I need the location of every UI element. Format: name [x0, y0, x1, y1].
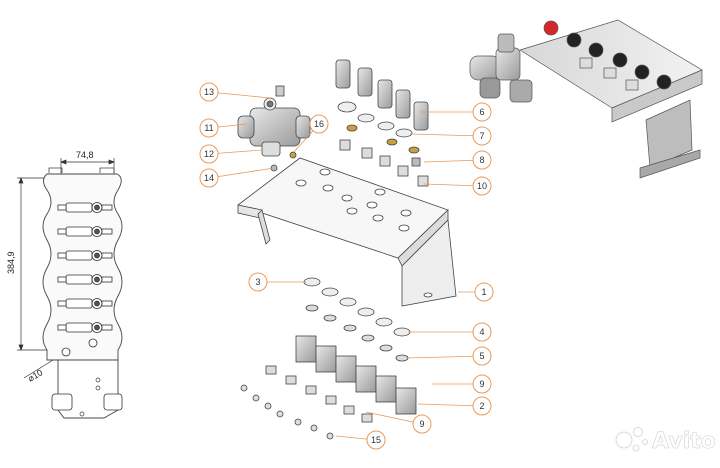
callout-9: 9: [365, 411, 432, 434]
callout-label: 4: [479, 327, 484, 337]
callout-label: 15: [371, 435, 381, 445]
callout-circle: [412, 414, 432, 434]
hole-dimension-label: ⌀10: [26, 367, 44, 383]
callout-label: 9: [419, 419, 424, 429]
valve-rows: [57, 202, 113, 333]
callout-circle: [472, 374, 492, 394]
callout-circle: [199, 168, 219, 188]
callout-label: 16: [314, 119, 324, 129]
callout-6: 6: [420, 102, 492, 122]
callout-label: 3: [255, 277, 260, 287]
callout-circle: [472, 396, 492, 416]
height-dimension-label: 384,9: [6, 251, 16, 274]
callout-circle: [366, 430, 386, 450]
nuts-row: [337, 101, 420, 154]
assembled-render: [469, 19, 703, 179]
callout-4: 4: [408, 322, 492, 342]
callout-leader: [407, 355, 483, 359]
callout-circle: [199, 82, 219, 102]
callout-label: 14: [204, 173, 214, 183]
screws: [240, 365, 373, 440]
callout-circle: [472, 150, 492, 170]
callout-10: 10: [423, 176, 492, 196]
callout-1: 1: [458, 282, 494, 302]
callout-circle: [472, 322, 492, 342]
callout-label: 5: [479, 351, 484, 361]
callout-leader: [409, 133, 483, 137]
callout-circle: [472, 126, 492, 146]
callout-circle: [472, 102, 492, 122]
callout-label: 11: [204, 123, 213, 133]
callout-label: 9: [479, 379, 484, 389]
callout-label: 12: [204, 149, 214, 159]
front-view: 74,8 384,9 ⌀10: [6, 150, 123, 419]
callout-11: 11: [199, 118, 247, 138]
emergency-stop-button: [543, 20, 559, 36]
callout-12: 12: [199, 144, 263, 164]
callout-label: 7: [479, 131, 484, 141]
filter-regulator: [237, 85, 311, 157]
callout-circle: [472, 176, 492, 196]
callout-13: 13: [199, 82, 271, 102]
callout-2: 2: [417, 396, 492, 416]
callout-circle: [199, 144, 219, 164]
callout-circle: [248, 272, 268, 292]
callout-circle: [474, 282, 494, 302]
push-buttons: [335, 59, 429, 131]
callout-14: 14: [199, 167, 275, 188]
callout-5: 5: [407, 346, 492, 366]
callout-circle: [199, 118, 219, 138]
callout-leader: [208, 91, 271, 99]
callout-label: 1: [481, 287, 486, 297]
callout-circle: [472, 346, 492, 366]
callout-leader: [423, 183, 483, 187]
callout-leader: [417, 403, 483, 407]
main-bracket: [237, 157, 457, 307]
callout-label: 13: [204, 87, 214, 97]
callout-leader: [208, 167, 275, 179]
exploded-view: [237, 59, 457, 440]
callout-circle: [309, 114, 329, 134]
avito-brand-text: Avito: [652, 429, 716, 454]
width-dimension: [60, 158, 115, 176]
callout-leader: [423, 159, 483, 163]
callout-label: 6: [479, 107, 484, 117]
fittings-row: [339, 139, 429, 187]
callout-16: 16: [293, 114, 329, 153]
callout-8: 8: [423, 150, 492, 170]
callout-label: 2: [479, 401, 484, 411]
washers: [303, 277, 411, 362]
callout-7: 7: [409, 126, 492, 146]
callout-label: 10: [477, 181, 487, 191]
callout-label: 8: [479, 155, 484, 165]
callout-leader: [365, 411, 423, 425]
avito-watermark: Avito: [615, 427, 716, 454]
callout-3: 3: [248, 272, 306, 292]
width-dimension-label: 74,8: [76, 150, 94, 160]
height-dimension: [17, 177, 60, 351]
callout-9: 9: [432, 374, 492, 394]
avito-dots-icon: [615, 427, 648, 452]
callout-15: 15: [335, 430, 386, 450]
valve-bodies: [295, 335, 417, 415]
